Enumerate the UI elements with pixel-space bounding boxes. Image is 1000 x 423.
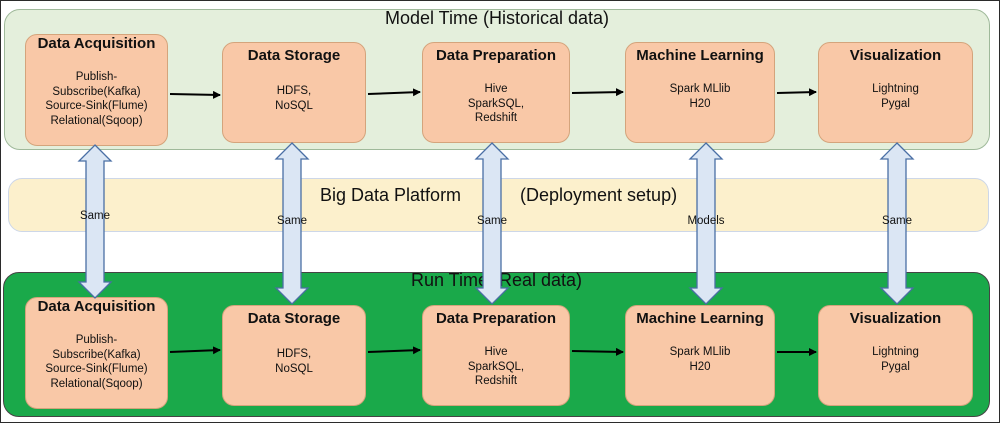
model-time-title: Model Time (Historical data) <box>384 8 610 28</box>
run-stage-machine-learning: Machine Learning Spark MLlib H20 <box>625 305 775 406</box>
stage-title: Machine Learning <box>636 47 764 64</box>
stage-tool: SparkSQL, <box>467 97 525 110</box>
stage-title: Data Storage <box>247 47 341 64</box>
stage-tool: Relational(Sqoop) <box>50 114 143 127</box>
model-stage-data-preparation: Data Preparation Hive SparkSQL, Redshift <box>422 42 570 143</box>
stage-tool: Subscribe(Kafka) <box>52 85 141 98</box>
stage-title: Data Preparation <box>435 47 557 64</box>
stage-tool: Source-Sink(Flume) <box>45 363 148 375</box>
stage-tool: H20 <box>689 97 711 110</box>
model-stage-data-storage: Data Storage HDFS, NoSQL <box>222 42 366 143</box>
stage-title: Machine Learning <box>636 310 764 327</box>
run-stage-visualization: Visualization Lightning Pygal <box>818 305 973 406</box>
stage-title: Data Storage <box>247 310 341 327</box>
run-stage-data-storage: Data Storage HDFS, NoSQL <box>222 305 366 406</box>
stage-tool: NoSQL <box>275 99 313 112</box>
stage-tool: Publish- <box>75 71 118 83</box>
stage-tool: Spark MLlib <box>669 346 731 358</box>
deployment-setup-label: (Deployment setup) <box>520 185 678 205</box>
run-time-title: Run Time (Real data) <box>410 270 583 290</box>
stage-tool: SparkSQL, <box>467 360 525 373</box>
stage-tool: Source-Sink(Flume) <box>45 100 148 112</box>
stage-title: Data Preparation <box>435 310 557 327</box>
stage-tool: Subscribe(Kafka) <box>52 348 141 361</box>
stage-tool: Spark MLlib <box>669 83 731 95</box>
stage-tool: H20 <box>689 360 711 373</box>
run-stage-data-acquisition: Data Acquisition Publish- Subscribe(Kafk… <box>25 297 168 409</box>
stage-tool: Relational(Sqoop) <box>50 377 143 390</box>
model-stage-visualization: Visualization Lightning Pygal <box>818 42 973 143</box>
connector-label-visualization: Same <box>881 215 913 227</box>
connector-label-preparation: Same <box>476 215 508 227</box>
stage-tool: HDFS, <box>276 348 312 360</box>
run-stage-data-preparation: Data Preparation Hive SparkSQL, Redshift <box>422 305 570 406</box>
stage-tool: Pygal <box>881 97 910 110</box>
platform-label: Big Data Platform <box>320 185 462 205</box>
connector-label-machine-learning: Models <box>687 215 725 227</box>
stage-tool: Hive <box>484 346 508 358</box>
stage-tool: Lightning <box>872 346 919 358</box>
connector-label-storage: Same <box>276 215 308 227</box>
stage-tool: Pygal <box>881 360 910 373</box>
stage-tool: NoSQL <box>275 362 313 375</box>
stage-tool: Redshift <box>474 112 518 124</box>
stage-tool: Hive <box>484 83 508 95</box>
stage-title: Data Acquisition <box>37 35 156 52</box>
connector-label-acquisition: Same <box>79 210 111 222</box>
stage-tool: Publish- <box>75 334 118 346</box>
stage-title: Data Acquisition <box>37 298 156 315</box>
model-stage-data-acquisition: Data Acquisition Publish- Subscribe(Kafk… <box>25 34 168 146</box>
stage-tool: HDFS, <box>276 85 312 97</box>
stage-tool: Lightning <box>872 83 919 95</box>
stage-title: Visualization <box>849 310 942 327</box>
stage-title: Visualization <box>849 47 942 64</box>
stage-tool: Redshift <box>474 375 518 387</box>
model-stage-machine-learning: Machine Learning Spark MLlib H20 <box>625 42 775 143</box>
